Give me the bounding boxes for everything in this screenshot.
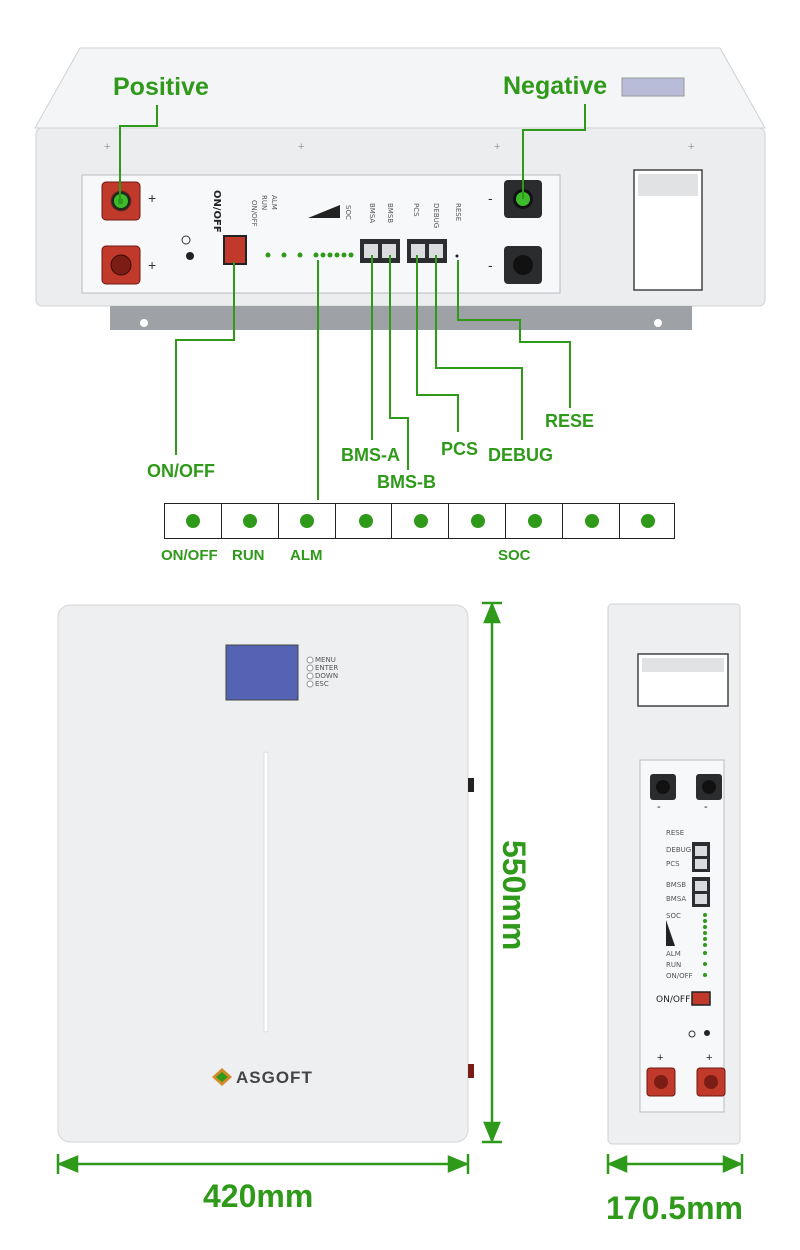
led-divider <box>562 503 563 539</box>
side-debug-label: DEBUG <box>666 846 692 854</box>
side-run-label: RUN <box>666 961 682 969</box>
side-switch-label: ON/OFF <box>656 995 691 1005</box>
led-divider <box>221 503 222 539</box>
led-divider <box>278 503 279 539</box>
side-pcs-label: PCS <box>666 860 680 868</box>
side-alm-label: ALM <box>666 950 681 958</box>
led-indicator-icon <box>300 514 314 528</box>
rese-callout: RESE <box>545 411 595 431</box>
height-dimension-label: 550mm <box>496 840 532 951</box>
on-off-callout: ON/OFF <box>147 461 215 481</box>
svg-text:-: - <box>488 190 493 206</box>
svg-text:+: + <box>148 257 156 273</box>
pcs-callout: PCS <box>441 439 479 459</box>
depth-dimension-label: 170.5mm <box>606 1190 743 1226</box>
led-divider <box>391 503 392 539</box>
led-label-soc: SOC <box>498 547 531 564</box>
led-indicator-icon <box>528 514 542 528</box>
led-divider <box>619 503 620 539</box>
svg-text:+: + <box>494 141 500 153</box>
side-plus-left: + <box>657 1052 664 1064</box>
brand-logo: ASGOFT <box>236 1068 313 1087</box>
led-legend-box <box>164 503 675 539</box>
positive-callout: Positive <box>113 73 209 101</box>
led-divider <box>448 503 449 539</box>
side-plus-right: + <box>706 1052 713 1064</box>
side-soc-label: SOC <box>666 912 681 920</box>
led-divider <box>335 503 336 539</box>
esc-button-label: ESC <box>315 680 329 688</box>
menu-button-label: MENU <box>315 656 336 664</box>
down-button-label: DOWN <box>315 672 339 680</box>
led-indicator-icon <box>359 514 373 528</box>
led-indicator-icon <box>471 514 485 528</box>
top-view-drawing: + + + + + + - - <box>34 47 766 500</box>
led-indicator-icon <box>186 514 200 528</box>
side-minus-right: - <box>704 801 708 813</box>
svg-text:+: + <box>298 141 304 153</box>
led-indicator-icon <box>243 514 257 528</box>
svg-text:+: + <box>688 141 694 153</box>
negative-callout: Negative <box>503 72 608 100</box>
led-divider <box>505 503 506 539</box>
led-indicator-icon <box>414 514 428 528</box>
svg-text:+: + <box>104 141 110 153</box>
bms-b-callout: BMS-B <box>377 472 436 492</box>
side-rese-label: RESE <box>666 829 685 837</box>
enter-button-label: ENTER <box>315 664 339 672</box>
led-label-run: RUN <box>232 547 265 564</box>
svg-text:-: - <box>488 257 493 273</box>
side-bmsa-label: BMSA <box>666 895 687 903</box>
side-onoff-label: ON/OFF <box>666 972 693 980</box>
led-indicator-icon <box>641 514 655 528</box>
svg-text:+: + <box>148 190 156 206</box>
led-label-on-off: ON/OFF <box>161 547 218 564</box>
width-dimension-label: 420mm <box>203 1178 314 1214</box>
side-bmsb-label: BMSB <box>666 881 687 889</box>
debug-callout: DEBUG <box>488 445 554 465</box>
bms-a-callout: BMS-A <box>341 445 400 465</box>
led-label-alm: ALM <box>290 547 323 564</box>
led-indicator-icon <box>585 514 599 528</box>
side-minus-left: - <box>657 801 661 813</box>
